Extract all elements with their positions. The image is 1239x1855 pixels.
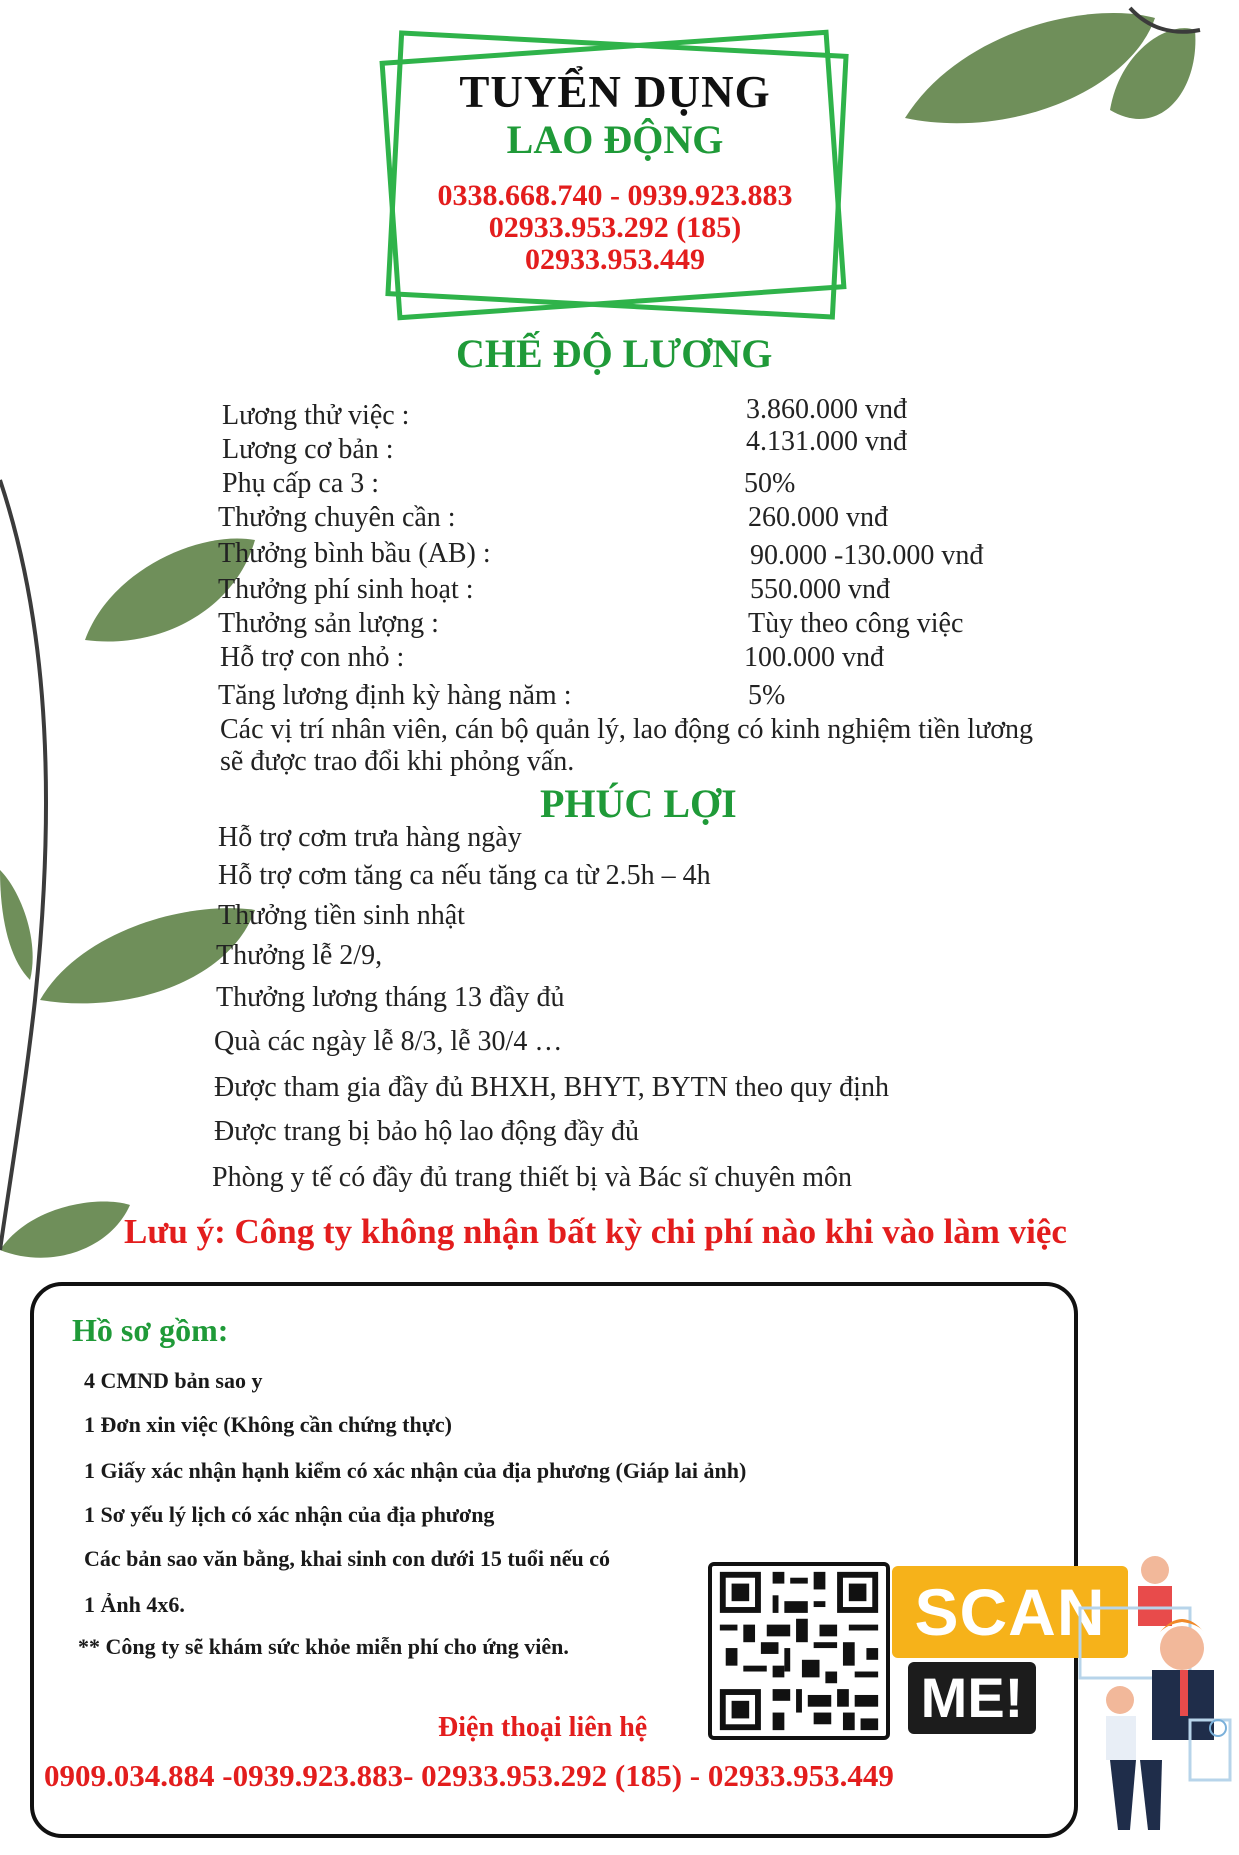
leaf-icon	[0, 1201, 130, 1258]
leaf-icon	[905, 13, 1155, 124]
welfare-item: Được trang bị bảo hộ lao động đầy đủ	[214, 1116, 640, 1147]
salary-value: Tùy theo công việc	[748, 608, 964, 639]
qr-code-pattern	[714, 1566, 884, 1736]
leaf-icon	[40, 908, 255, 1004]
welfare-item: Phòng y tế có đầy đủ trang thiết bị và B…	[212, 1162, 852, 1193]
page-subtitle: LAO ĐỘNG	[506, 117, 724, 162]
salary-value: 50%	[744, 468, 796, 499]
welfare-heading: PHÚC LỢI	[540, 781, 737, 826]
document-item: 1 Sơ yếu lý lịch có xác nhận của địa phư…	[84, 1502, 495, 1527]
welfare-item: Được tham gia đầy đủ BHXH, BHYT, BYTN th…	[214, 1072, 889, 1103]
documents-box	[30, 1282, 1078, 1838]
header-block: TUYỂN DỤNG LAO ĐỘNG 0338.668.740 - 0939.…	[380, 66, 850, 277]
leaf-icon	[0, 870, 33, 980]
document-item: 1 Đơn xin việc (Không cần chứng thực)	[84, 1412, 452, 1437]
welfare-item: Hỗ trợ cơm trưa hàng ngày	[218, 822, 522, 853]
salary-value: 5%	[748, 680, 786, 711]
leaf-icon	[85, 538, 255, 642]
welfare-item: Thưởng tiền sinh nhật	[218, 900, 465, 931]
document-item: 4 CMND bản sao y	[84, 1368, 263, 1393]
person-illustration-icon	[1078, 1556, 1232, 1830]
salary-label: Lương cơ bản :	[222, 434, 394, 465]
salary-label: Thưởng sản lượng :	[218, 608, 439, 639]
salary-value: 100.000 vnđ	[744, 642, 884, 673]
salary-value: 550.000 vnđ	[750, 574, 890, 605]
welfare-item: Hỗ trợ cơm tăng ca nếu tăng ca từ 2.5h –…	[218, 860, 711, 891]
salary-label: Lương thử việc :	[222, 400, 410, 431]
salary-label: Thưởng phí sinh hoạt :	[218, 574, 474, 605]
notice-text: Lưu ý: Công ty không nhận bất kỳ chi phí…	[124, 1212, 1067, 1251]
welfare-item: Quà các ngày lễ 8/3, lễ 30/4 …	[214, 1026, 563, 1057]
salary-value: 260.000 vnđ	[748, 502, 888, 533]
documents-title: Hồ sơ gồm:	[72, 1312, 229, 1348]
document-item: Các bản sao văn bằng, khai sinh con dưới…	[84, 1546, 611, 1571]
vine-icon	[0, 479, 49, 1251]
contact-phones: 0909.034.884 -0939.923.883- 02933.953.29…	[44, 1758, 894, 1793]
vine-icon	[1128, 6, 1201, 34]
salary-label: Hỗ trợ con nhỏ :	[220, 642, 405, 673]
salary-value: 3.860.000 vnđ	[746, 394, 907, 425]
salary-heading: CHẾ ĐỘ LƯƠNG	[456, 331, 773, 376]
scan-label: SCAN	[892, 1566, 1128, 1658]
me-label: ME!	[908, 1662, 1036, 1734]
header-phone-2: 02933.953.292 (185)	[488, 211, 742, 244]
salary-value: 90.000 -130.000 vnđ	[750, 540, 984, 571]
salary-note: sẽ được trao đổi khi phỏng vấn.	[220, 746, 575, 777]
salary-value: 4.131.000 vnđ	[746, 426, 907, 457]
document-item: ** Công ty sẽ khám sức khỏe miễn phí cho…	[78, 1634, 569, 1659]
salary-label: Phụ cấp ca 3 :	[222, 468, 380, 499]
document-item: 1 Ảnh 4x6.	[84, 1592, 185, 1617]
welfare-item: Thưởng lương tháng 13 đầy đủ	[216, 982, 565, 1013]
salary-label: Thưởng chuyên cần :	[218, 502, 456, 533]
page-title: TUYỂN DỤNG	[459, 67, 771, 117]
salary-note: Các vị trí nhân viên, cán bộ quản lý, la…	[220, 714, 1034, 745]
contact-label: Điện thoại liên hệ	[438, 1712, 648, 1743]
leaf-icon	[1110, 28, 1196, 119]
qr-code-icon[interactable]	[708, 1562, 890, 1740]
document-item: 1 Giấy xác nhận hạnh kiểm có xác nhận củ…	[84, 1458, 747, 1483]
header-phone-1: 0338.668.740 - 0939.923.883	[437, 179, 793, 212]
header-phone-3: 02933.953.449	[525, 243, 705, 276]
salary-label: Thưởng bình bầu (AB) :	[218, 538, 491, 569]
salary-label: Tăng lương định kỳ hàng năm :	[218, 680, 572, 711]
welfare-item: Thưởng lễ 2/9,	[216, 940, 383, 971]
